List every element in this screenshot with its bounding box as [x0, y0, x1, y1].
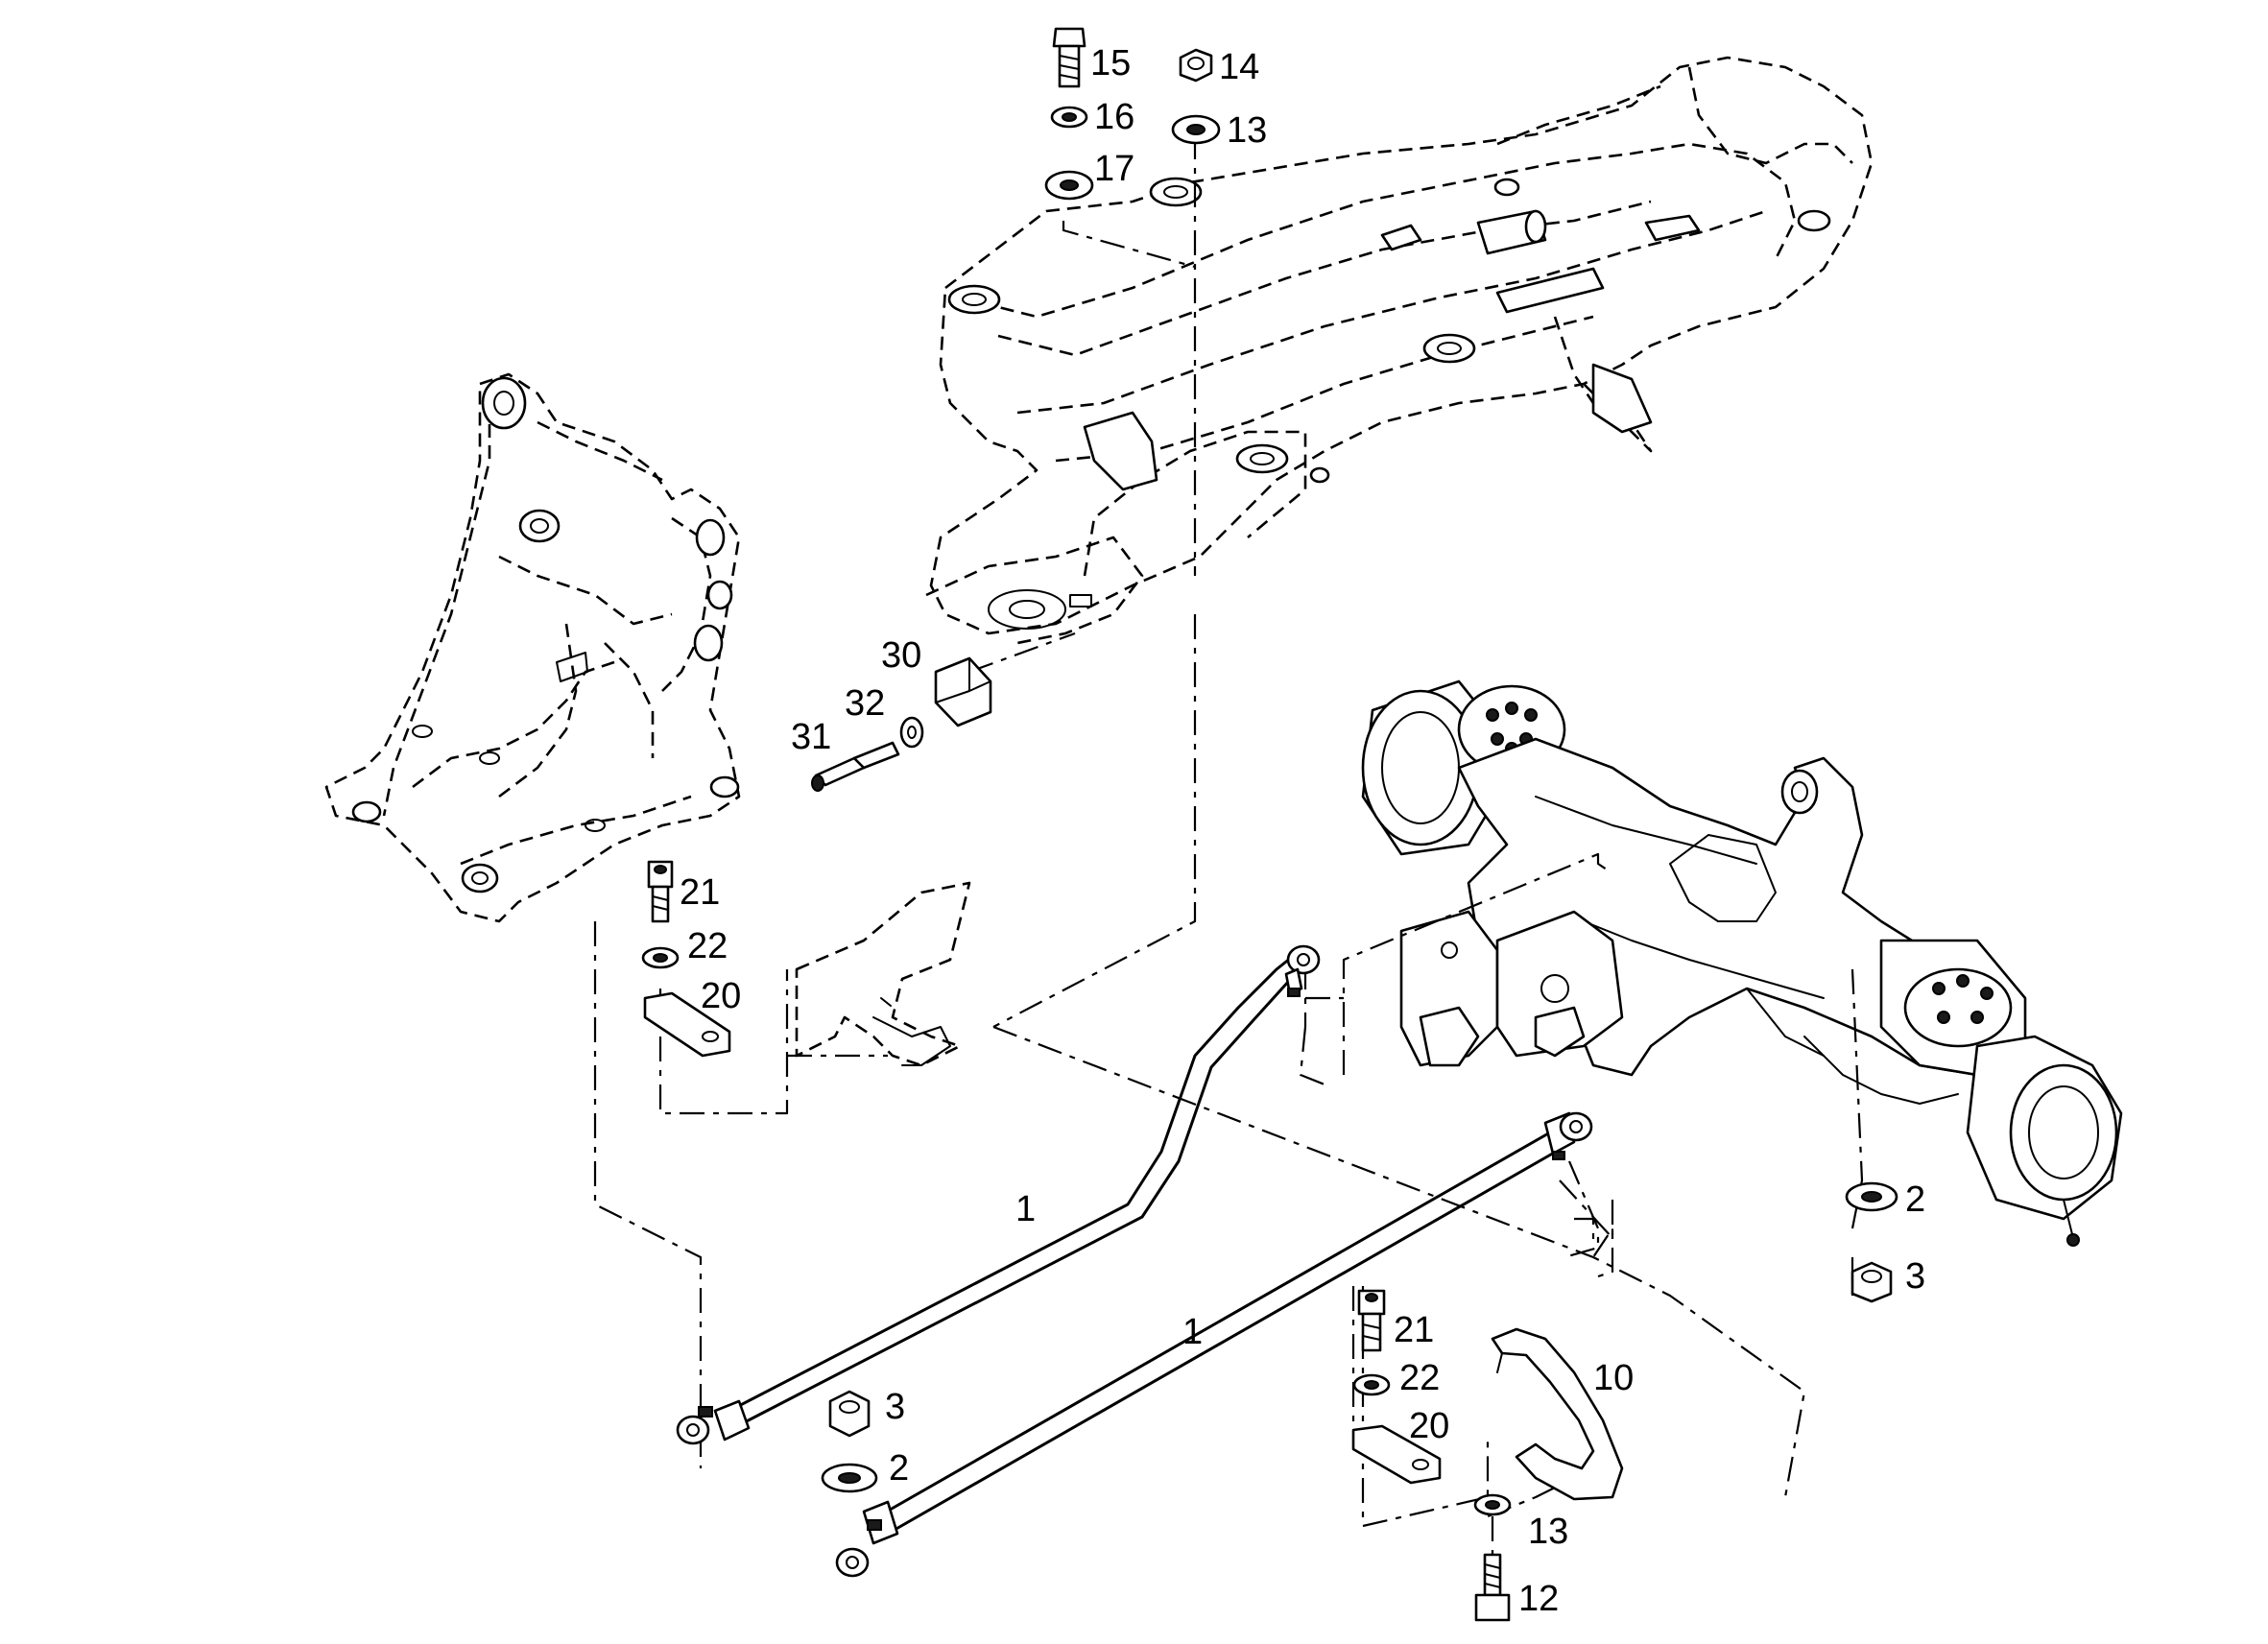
nut-14 [1179, 48, 1213, 83]
washer-17 [1044, 170, 1094, 201]
strap-10 [1491, 1327, 1624, 1501]
label-22-mid: 22 [1399, 1358, 1440, 1398]
label-13-top: 13 [1227, 110, 1267, 151]
label-20-mid: 20 [1409, 1406, 1449, 1446]
ball-joint [835, 1500, 899, 1578]
bolt-21-left [647, 860, 674, 923]
screw-31 [811, 741, 900, 792]
tie-rod-lower [835, 1111, 1593, 1578]
label-10: 10 [1593, 1358, 1634, 1398]
bolt-12 [1474, 1553, 1511, 1622]
washer-22-left [641, 946, 680, 969]
label-21-left: 21 [680, 872, 720, 913]
washer-32 [899, 716, 924, 749]
label-31: 31 [791, 717, 831, 757]
bolt-21-mid [1357, 1289, 1386, 1352]
washer-2-mid [821, 1463, 878, 1493]
label-22-left: 22 [687, 926, 728, 966]
center-guard-bracket [795, 881, 971, 1067]
label-14: 14 [1219, 47, 1259, 87]
label-1-upper: 1 [1015, 1189, 1036, 1229]
label-16: 16 [1094, 97, 1134, 137]
plate-20-mid [1351, 1424, 1442, 1485]
label-12: 12 [1518, 1579, 1559, 1619]
washer-22-mid [1352, 1373, 1391, 1396]
label-21-mid: 21 [1394, 1310, 1434, 1350]
washer-2-right [1845, 1181, 1898, 1212]
front-loader-frame [324, 372, 741, 923]
nut-3-right [1850, 1261, 1893, 1303]
label-3-right: 3 [1905, 1256, 1925, 1297]
label-30: 30 [881, 635, 921, 676]
bolt-15 [1052, 27, 1086, 88]
wheel-stud [1932, 974, 1993, 1024]
part-labels: 15 14 16 13 17 30 32 31 21 22 20 1 1 2 3… [680, 43, 1925, 1619]
leader-lines [593, 134, 1864, 1555]
ball-joint [676, 1399, 751, 1445]
label-15: 15 [1090, 43, 1131, 83]
label-2-mid: 2 [889, 1448, 909, 1489]
label-20-left: 20 [701, 976, 741, 1016]
ball-joint [1284, 944, 1321, 997]
label-17: 17 [1094, 149, 1134, 189]
washer-13-top [1171, 114, 1221, 145]
rear-axle-assembly [1361, 679, 2123, 1247]
plate-20-left [643, 991, 731, 1058]
ball-joint [1543, 1111, 1593, 1160]
label-1-lower: 1 [1182, 1312, 1203, 1352]
washer-16 [1050, 106, 1088, 129]
washer-13-bottom [1473, 1493, 1512, 1516]
label-13-bottom: 13 [1528, 1512, 1568, 1552]
nut-3-mid [828, 1390, 871, 1438]
label-3-mid: 3 [885, 1387, 905, 1427]
rear-chassis-frame [925, 56, 1874, 645]
tie-rod-upper [676, 944, 1321, 1445]
label-2-right: 2 [1905, 1179, 1925, 1220]
label-32: 32 [845, 683, 885, 724]
pad-30 [934, 656, 992, 727]
